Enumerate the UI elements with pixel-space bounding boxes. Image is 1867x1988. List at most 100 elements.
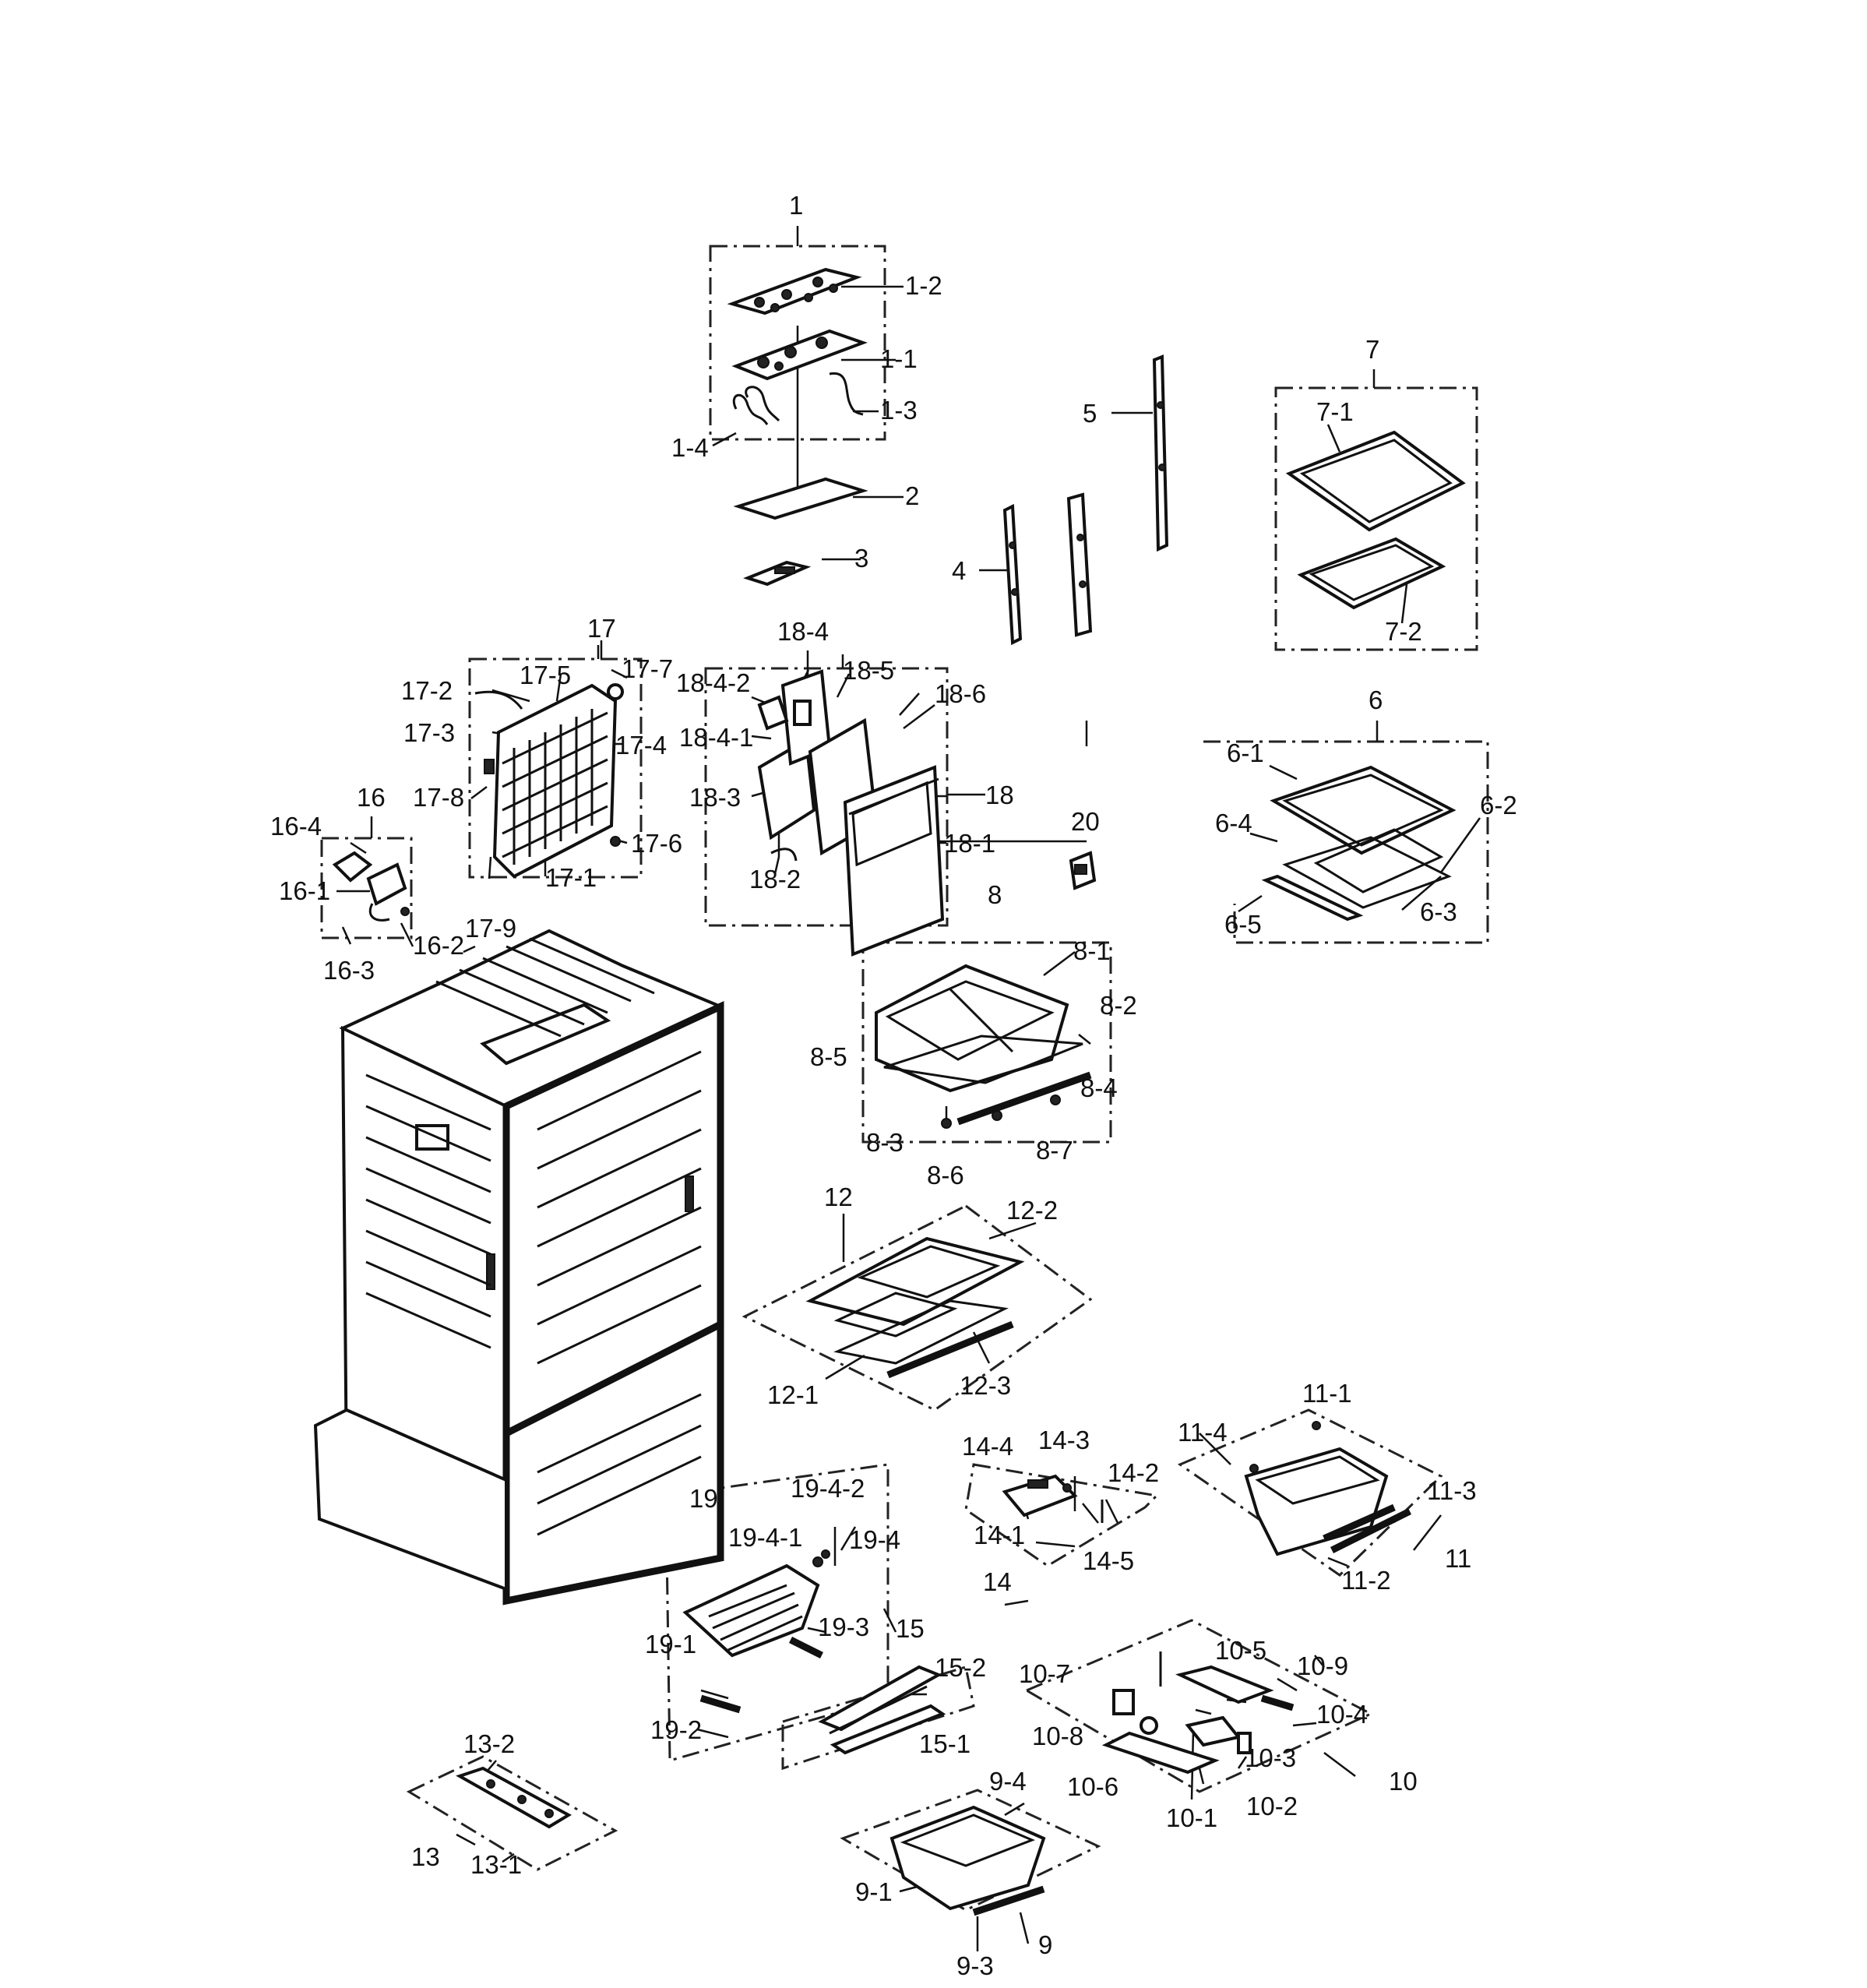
label-9-3: 9-3 — [956, 1951, 994, 1980]
label-8-2: 8-2 — [1100, 991, 1137, 1020]
label-18: 18 — [985, 781, 1014, 809]
label-18-5: 18-5 — [843, 656, 894, 685]
label-16-4: 16-4 — [270, 812, 322, 841]
label-11-2: 11-2 — [1341, 1566, 1391, 1595]
label-10-9: 10-9 — [1297, 1651, 1348, 1680]
label-16: 16 — [357, 783, 386, 812]
part-18-duct-assembly — [757, 669, 945, 957]
label-6-5: 6-5 — [1224, 910, 1262, 939]
part-7-shelf-assembly — [1285, 430, 1466, 610]
part-13-bracket — [456, 1766, 572, 1829]
label-19-1: 19-1 — [645, 1630, 696, 1658]
label-11-3: 11-3 — [1427, 1476, 1477, 1505]
label-17: 17 — [587, 614, 616, 643]
label-14-4: 14-4 — [962, 1432, 1013, 1461]
label-18-2: 18-2 — [749, 865, 801, 894]
label-10-3: 10-3 — [1245, 1743, 1296, 1772]
label-1-3: 1-3 — [880, 396, 918, 425]
label-6-1: 6-1 — [1227, 738, 1264, 767]
label-8-7: 8-7 — [1036, 1136, 1073, 1165]
part-20 — [1069, 851, 1097, 890]
label-19-4-2: 19-4-2 — [791, 1474, 865, 1503]
label-17-6: 17-6 — [631, 829, 682, 858]
label-11-4: 11-4 — [1178, 1418, 1228, 1447]
label-18-6: 18-6 — [935, 679, 986, 708]
label-2: 2 — [905, 481, 919, 510]
label-10-7: 10-7 — [1019, 1659, 1070, 1688]
part-4-5-door-strips — [1002, 354, 1169, 646]
label-9-1: 9-1 — [855, 1877, 893, 1906]
part-19-tray-assembly — [682, 1549, 830, 1714]
part-8-drawer-assembly — [875, 964, 1092, 1129]
label-10-2: 10-2 — [1246, 1792, 1298, 1821]
label-19-2: 19-2 — [650, 1715, 702, 1744]
label-15-2: 15-2 — [935, 1653, 986, 1682]
label-11-1: 11-1 — [1302, 1379, 1352, 1408]
label-8-5: 8-5 — [810, 1042, 847, 1071]
label-5: 5 — [1083, 399, 1097, 428]
label-12: 12 — [824, 1183, 853, 1211]
label-8-4: 8-4 — [1080, 1073, 1118, 1102]
part-1-control-panel-assembly — [727, 267, 868, 587]
label-14-5: 14-5 — [1083, 1546, 1134, 1575]
label-19: 19 — [689, 1484, 718, 1513]
label-13: 13 — [411, 1842, 440, 1871]
label-20: 20 — [1071, 807, 1100, 836]
label-18-4-2: 18-4-2 — [676, 668, 750, 697]
label-10-6: 10-6 — [1067, 1772, 1118, 1801]
part-17-evaporator-assembly — [474, 683, 624, 879]
label-17-5: 17-5 — [520, 661, 571, 689]
label-17-9: 17-9 — [465, 914, 516, 943]
label-16-1: 16-1 — [279, 876, 330, 905]
label-12-1: 12-1 — [767, 1380, 819, 1409]
label-6-4: 6-4 — [1215, 809, 1252, 837]
part-12-shelf-assembly — [805, 1236, 1025, 1379]
label-10-4: 10-4 — [1316, 1700, 1368, 1729]
label-12-2: 12-2 — [1006, 1196, 1058, 1225]
label-8-6: 8-6 — [927, 1161, 964, 1190]
label-10-5: 10-5 — [1215, 1636, 1266, 1665]
label-14-1: 14-1 — [974, 1521, 1025, 1549]
label-17-2: 17-2 — [401, 676, 453, 705]
label-7-2: 7-2 — [1385, 617, 1422, 646]
label-1-4: 1-4 — [671, 433, 709, 462]
label-19-4-1: 19-4-1 — [728, 1523, 802, 1552]
part-16-assembly — [332, 851, 410, 922]
label-14-2: 14-2 — [1108, 1458, 1159, 1487]
label-8-1: 8-1 — [1073, 936, 1111, 965]
label-6: 6 — [1369, 686, 1383, 714]
label-6-2: 6-2 — [1480, 791, 1517, 820]
label-4: 4 — [952, 556, 966, 585]
label-17-1: 17-1 — [545, 863, 597, 892]
refrigerator-cabinet — [313, 929, 724, 1606]
label-1: 1 — [789, 191, 803, 220]
label-7-1: 7-1 — [1316, 397, 1354, 426]
part-6-shelf-assembly — [1261, 765, 1457, 922]
label-14: 14 — [983, 1567, 1012, 1596]
label-14-3: 14-3 — [1038, 1426, 1090, 1454]
label-17-8: 17-8 — [413, 783, 464, 812]
label-16-3: 16-3 — [323, 956, 375, 985]
label-8: 8 — [988, 880, 1002, 909]
label-1-2: 1-2 — [905, 271, 942, 300]
label-9-4: 9-4 — [989, 1767, 1027, 1796]
label-8-3: 8-3 — [866, 1128, 904, 1157]
label-18-4-1: 18-4-1 — [679, 723, 753, 752]
part-9-drawer-assembly — [889, 1805, 1046, 1916]
label-19-4: 19-4 — [849, 1525, 900, 1554]
label-17-4: 17-4 — [615, 731, 667, 760]
label-10: 10 — [1389, 1767, 1418, 1796]
callout-labels: 1 1-2 1-1 1-3 1-4 2 3 4 5 7 7-1 7-2 6 6-… — [270, 191, 1517, 1980]
label-16-2: 16-2 — [413, 931, 464, 960]
label-15: 15 — [896, 1614, 925, 1643]
label-6-3: 6-3 — [1420, 897, 1457, 926]
part-14-bracket-assembly — [1002, 1474, 1104, 1523]
label-9: 9 — [1038, 1930, 1052, 1959]
label-13-1: 13-1 — [470, 1850, 522, 1879]
label-3: 3 — [854, 544, 868, 573]
label-7: 7 — [1365, 335, 1379, 364]
label-1-1: 1-1 — [880, 344, 918, 373]
part-15-cover-assembly — [818, 1665, 946, 1755]
label-17-7: 17-7 — [622, 654, 673, 683]
